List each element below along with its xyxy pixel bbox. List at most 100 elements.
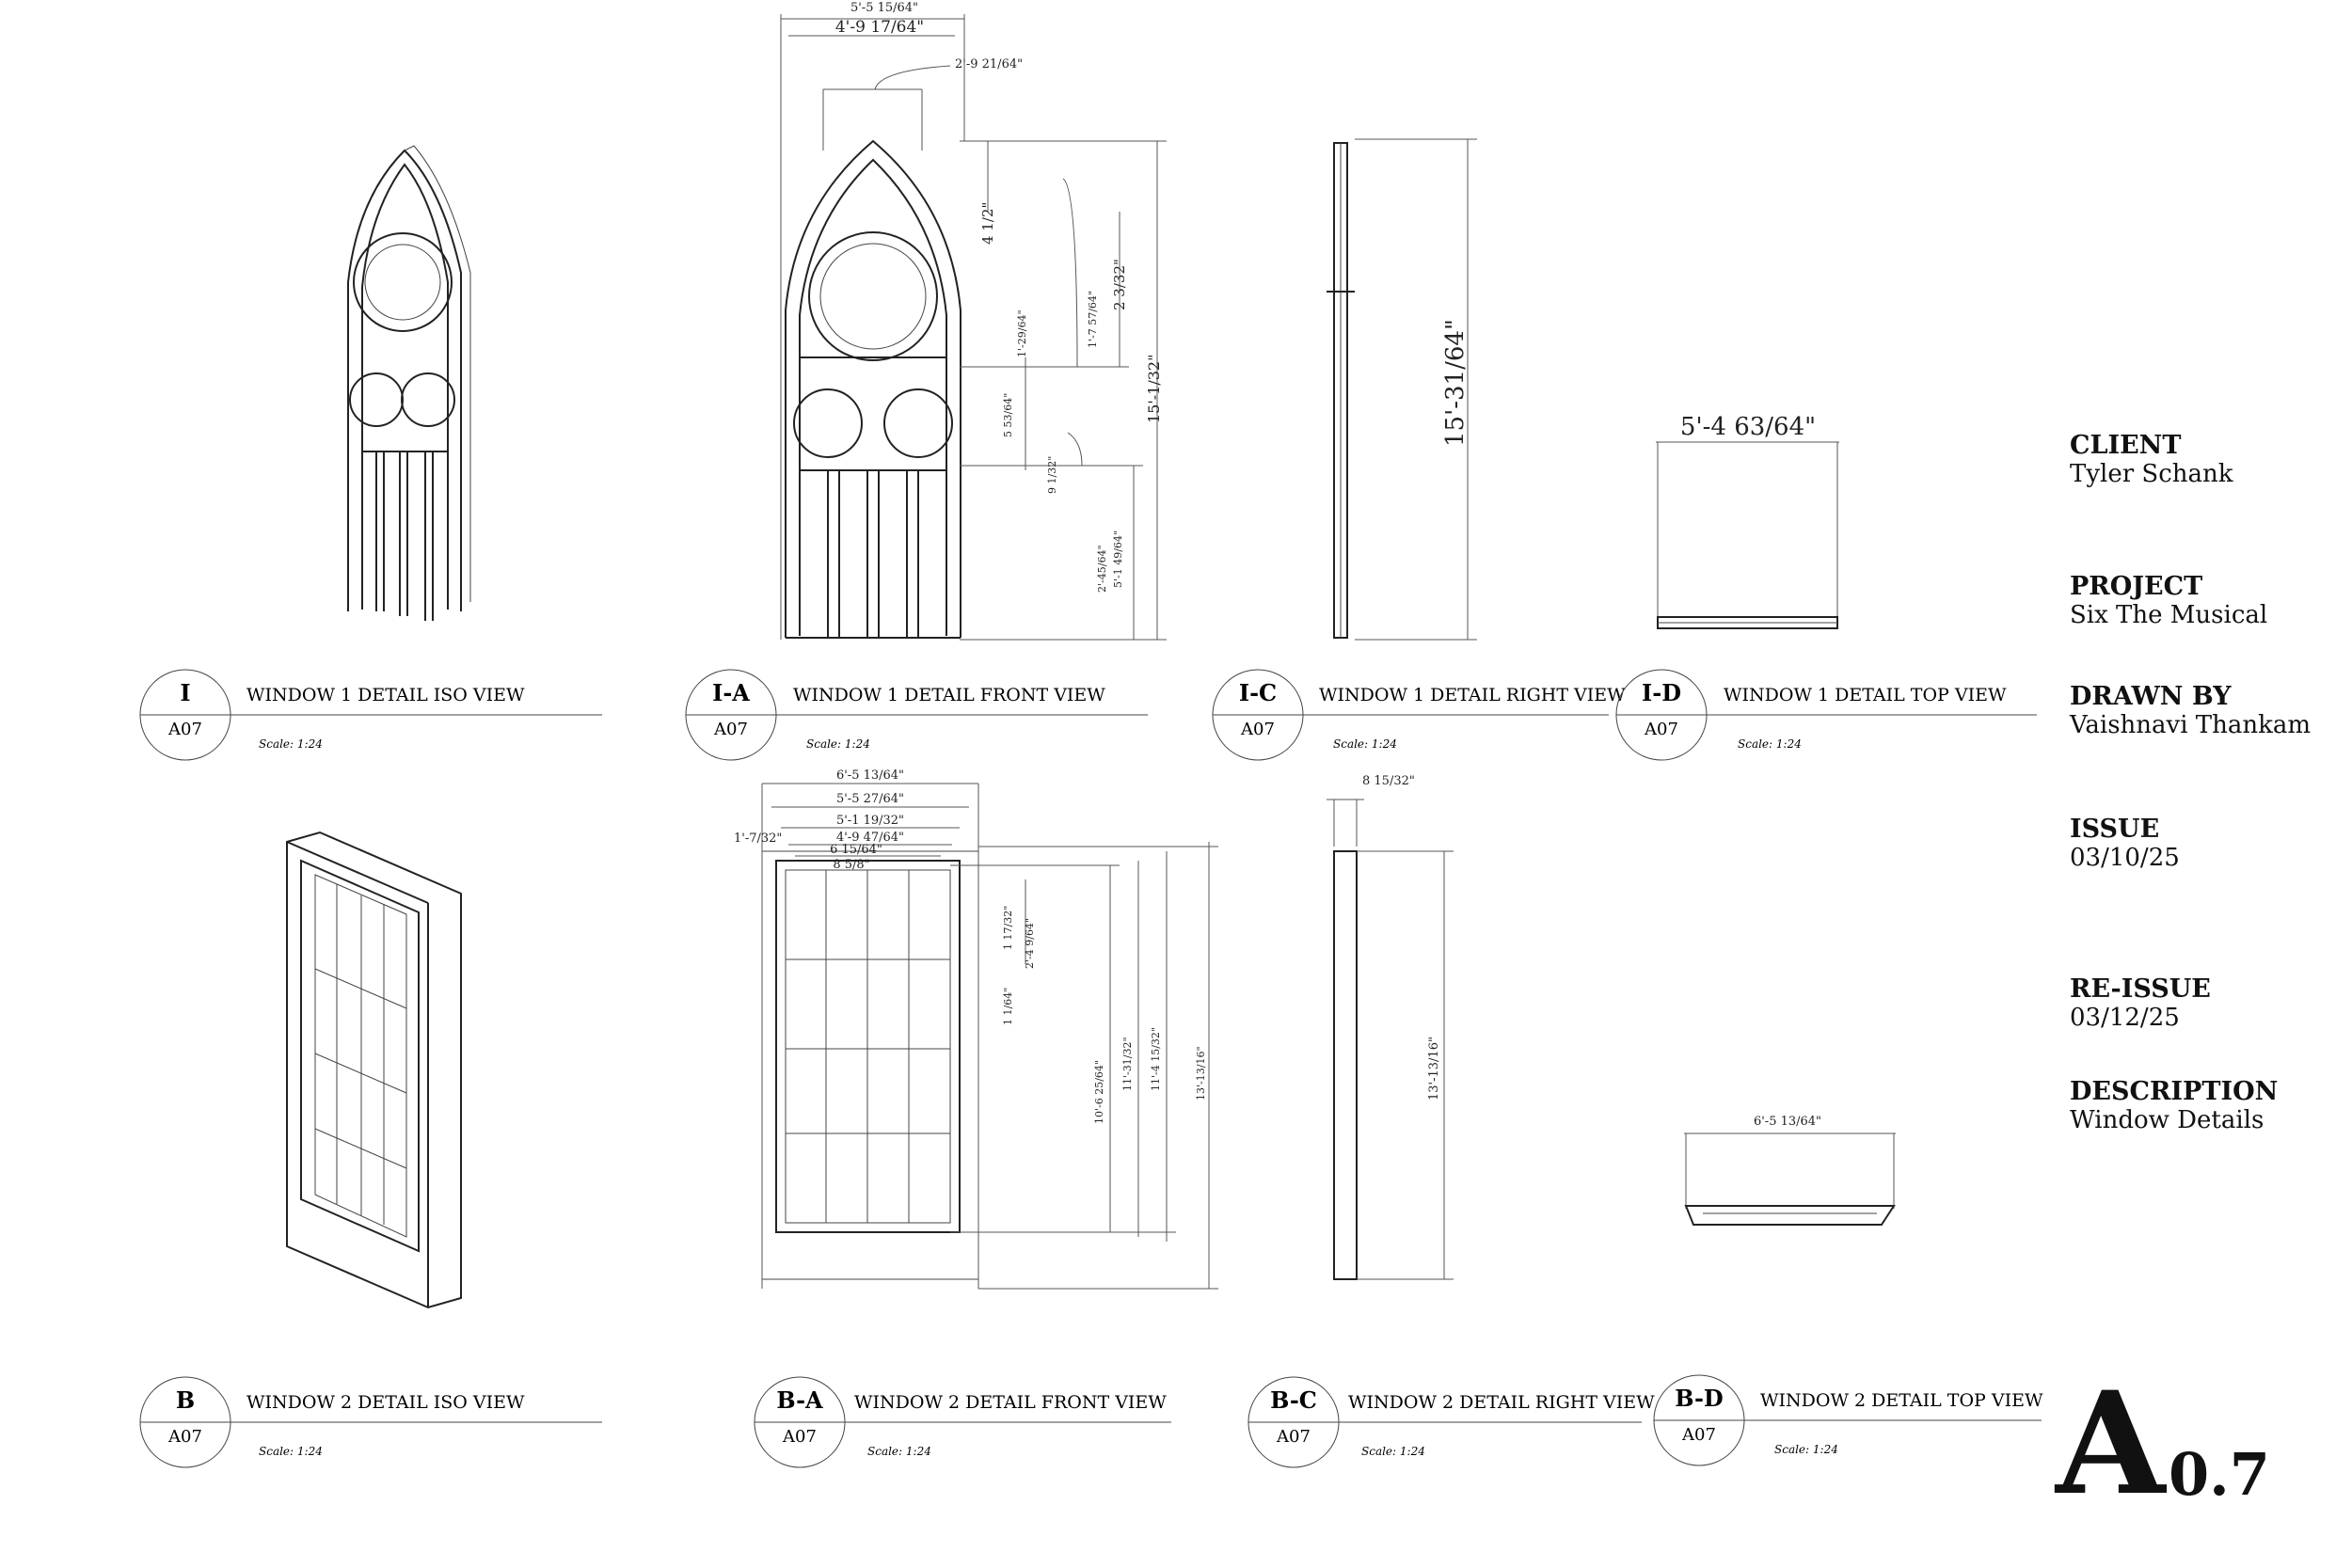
dim-w1-overall: 5'-5 15/64" bbox=[850, 1, 918, 15]
project-label: PROJECT bbox=[2070, 572, 2203, 601]
drawn-by-label: DRAWN BY bbox=[2070, 682, 2232, 711]
drawn-by-value: Vaishnavi Thankam bbox=[2070, 711, 2312, 739]
dim-w1-total: 15'-1/32" bbox=[1145, 355, 1163, 423]
view-tag-sheet: A07 bbox=[1644, 720, 1678, 739]
window2-top-drawing bbox=[1684, 1132, 1896, 1226]
view-tag-id: I-D bbox=[1642, 679, 1681, 706]
dim-w1-h: 5'-1 49/64" bbox=[1112, 531, 1124, 588]
dim-w2-g: 1'-7/32" bbox=[734, 832, 782, 846]
titleblock-client: CLIENT Tyler Schank bbox=[2070, 431, 2343, 488]
sheet-number-digits: 0.7 bbox=[2169, 1440, 2270, 1509]
view-title: WINDOW 1 DETAIL RIGHT VIEW bbox=[1319, 685, 1626, 705]
view-tag-sheet: A07 bbox=[782, 1427, 817, 1447]
titleblock-project: PROJECT Six The Musical bbox=[2070, 572, 2343, 629]
issue-label: ISSUE bbox=[2070, 815, 2160, 844]
dim-w1-b: 2 3/32" bbox=[1111, 259, 1128, 310]
dim-w2-c: 5'-1 19/32" bbox=[836, 814, 904, 828]
dim-w2-l: 11'-31/32" bbox=[1121, 1037, 1134, 1092]
view-title: WINDOW 2 DETAIL RIGHT VIEW bbox=[1348, 1392, 1655, 1413]
dim-w1-inner: 4'-9 17/64" bbox=[835, 18, 924, 37]
view-scale: Scale: 1:24 bbox=[806, 737, 870, 751]
view-tag-B-D: B-D A07 WINDOW 2 DETAIL TOP VIEW Scale: … bbox=[1653, 1374, 2043, 1466]
client-value: Tyler Schank bbox=[2070, 460, 2233, 488]
view-title: WINDOW 2 DETAIL TOP VIEW bbox=[1760, 1390, 2043, 1411]
view-tag-id: B-C bbox=[1270, 1386, 1317, 1414]
reissue-value: 03/12/25 bbox=[2070, 1004, 2180, 1032]
view-tag-B: B A07 WINDOW 2 DETAIL ISO VIEW Scale: 1:… bbox=[139, 1376, 602, 1468]
dim-w2-n: 13'-13/16" bbox=[1195, 1047, 1207, 1101]
view-scale: Scale: 1:24 bbox=[1738, 737, 1802, 751]
view-title: WINDOW 2 DETAIL ISO VIEW bbox=[246, 1392, 525, 1413]
dim-w1-top: 5'-4 63/64" bbox=[1680, 413, 1816, 441]
view-tag-id: B bbox=[176, 1386, 195, 1414]
dim-w1-right: 15'-31/64" bbox=[1441, 319, 1470, 447]
view-scale: Scale: 1:24 bbox=[259, 737, 323, 751]
view-scale: Scale: 1:24 bbox=[259, 1445, 323, 1458]
description-label: DESCRIPTION bbox=[2070, 1077, 2279, 1106]
dim-w2-a: 6'-5 13/64" bbox=[836, 768, 904, 783]
dim-w2-i: 2'-4 9/64" bbox=[1024, 918, 1036, 969]
sheet-number-letter: A bbox=[2056, 1361, 2166, 1527]
dim-w2-f: 8 5/8" bbox=[833, 858, 869, 872]
sheet-number: A 0.7 bbox=[2056, 1373, 2347, 1524]
dim-w2-h: 1 17/32" bbox=[1002, 906, 1014, 950]
dim-w2-b: 5'-5 27/64" bbox=[836, 792, 904, 806]
dim-w2-m: 11'-4 15/32" bbox=[1150, 1027, 1162, 1091]
view-tag-id: B-D bbox=[1675, 1385, 1724, 1412]
dim-w1-a: 4 1/2" bbox=[979, 202, 996, 245]
window2-front-drawing bbox=[761, 783, 1218, 1290]
view-scale: Scale: 1:24 bbox=[1361, 1445, 1425, 1458]
client-label: CLIENT bbox=[2070, 431, 2182, 460]
description-value: Window Details bbox=[2070, 1106, 2265, 1134]
dim-w2-k: 10'-6 25/64" bbox=[1093, 1060, 1105, 1124]
view-title: WINDOW 1 DETAIL ISO VIEW bbox=[246, 685, 525, 705]
dim-w1-c: 1'-7 57/64" bbox=[1087, 291, 1099, 348]
view-tag-B-A: B-A A07 WINDOW 2 DETAIL FRONT VIEW Scale… bbox=[754, 1376, 1171, 1468]
view-title: WINDOW 2 DETAIL FRONT VIEW bbox=[854, 1392, 1167, 1413]
view-scale: Scale: 1:24 bbox=[1333, 737, 1397, 751]
view-tag-sheet: A07 bbox=[167, 1427, 202, 1447]
dimension-labels: 5'-5 15/64" 4'-9 17/64" 2'-9 21/64" 4 1/… bbox=[734, 1, 1821, 1129]
window1-front-drawing bbox=[780, 14, 1167, 641]
view-scale: Scale: 1:24 bbox=[1774, 1443, 1838, 1456]
project-value: Six The Musical bbox=[2070, 601, 2268, 629]
view-tag-sheet: A07 bbox=[1240, 720, 1275, 739]
dim-w1-f: 9 1/32" bbox=[1046, 456, 1058, 494]
view-tag-id: I-C bbox=[1239, 679, 1277, 706]
dim-w2-e: 6 15/64" bbox=[830, 843, 882, 857]
titleblock-drawn-by: DRAWN BY Vaishnavi Thankam bbox=[2070, 682, 2343, 739]
window1-iso-drawing bbox=[347, 145, 471, 621]
titleblock-description: DESCRIPTION Window Details bbox=[2070, 1077, 2343, 1134]
dim-w1-g: 2'-45/64" bbox=[1096, 546, 1108, 594]
view-title: WINDOW 1 DETAIL TOP VIEW bbox=[1724, 685, 2007, 705]
dim-w1-arch: 2'-9 21/64" bbox=[955, 57, 1023, 71]
dim-w1-d: 1'-29/64" bbox=[1016, 310, 1028, 358]
dim-w2-right: 13'-13/16" bbox=[1427, 1037, 1441, 1101]
window2-iso-drawing bbox=[286, 831, 462, 1309]
view-tag-sheet: A07 bbox=[1276, 1427, 1311, 1447]
window2-right-drawing bbox=[1327, 799, 1454, 1280]
view-tag-sheet: A07 bbox=[1681, 1425, 1716, 1445]
titleblock-reissue: RE-ISSUE 03/12/25 bbox=[2070, 974, 2343, 1032]
issue-value: 03/10/25 bbox=[2070, 844, 2180, 872]
view-tag-id: I bbox=[180, 679, 190, 706]
view-tag-sheet: A07 bbox=[713, 720, 748, 739]
view-tag-I-D: I-D A07 WINDOW 1 DETAIL TOP VIEW Scale: … bbox=[1615, 669, 2037, 761]
view-scale: Scale: 1:24 bbox=[867, 1445, 931, 1458]
window1-right-drawing bbox=[1327, 138, 1477, 641]
reissue-label: RE-ISSUE bbox=[2070, 974, 2211, 1004]
dim-w1-e: 5 53/64" bbox=[1002, 393, 1014, 437]
view-tag-id: B-A bbox=[776, 1386, 823, 1414]
dim-w2-right-top: 8 15/32" bbox=[1362, 774, 1415, 788]
dim-w2-d: 4'-9 47/64" bbox=[836, 831, 904, 845]
dim-w2-top: 6'-5 13/64" bbox=[1754, 1115, 1821, 1129]
view-tag-id: I-A bbox=[712, 679, 750, 706]
view-title: WINDOW 1 DETAIL FRONT VIEW bbox=[793, 685, 1105, 705]
dim-w2-j: 1 1/64" bbox=[1002, 988, 1014, 1025]
titleblock-issue: ISSUE 03/10/25 bbox=[2070, 815, 2343, 872]
view-tag-I: I A07 WINDOW 1 DETAIL ISO VIEW Scale: 1:… bbox=[139, 669, 602, 761]
view-tag-I-A: I-A A07 WINDOW 1 DETAIL FRONT VIEW Scale… bbox=[685, 669, 1148, 761]
window1-top-drawing bbox=[1656, 441, 1839, 629]
view-tag-I-C: I-C A07 WINDOW 1 DETAIL RIGHT VIEW Scale… bbox=[1212, 669, 1626, 761]
